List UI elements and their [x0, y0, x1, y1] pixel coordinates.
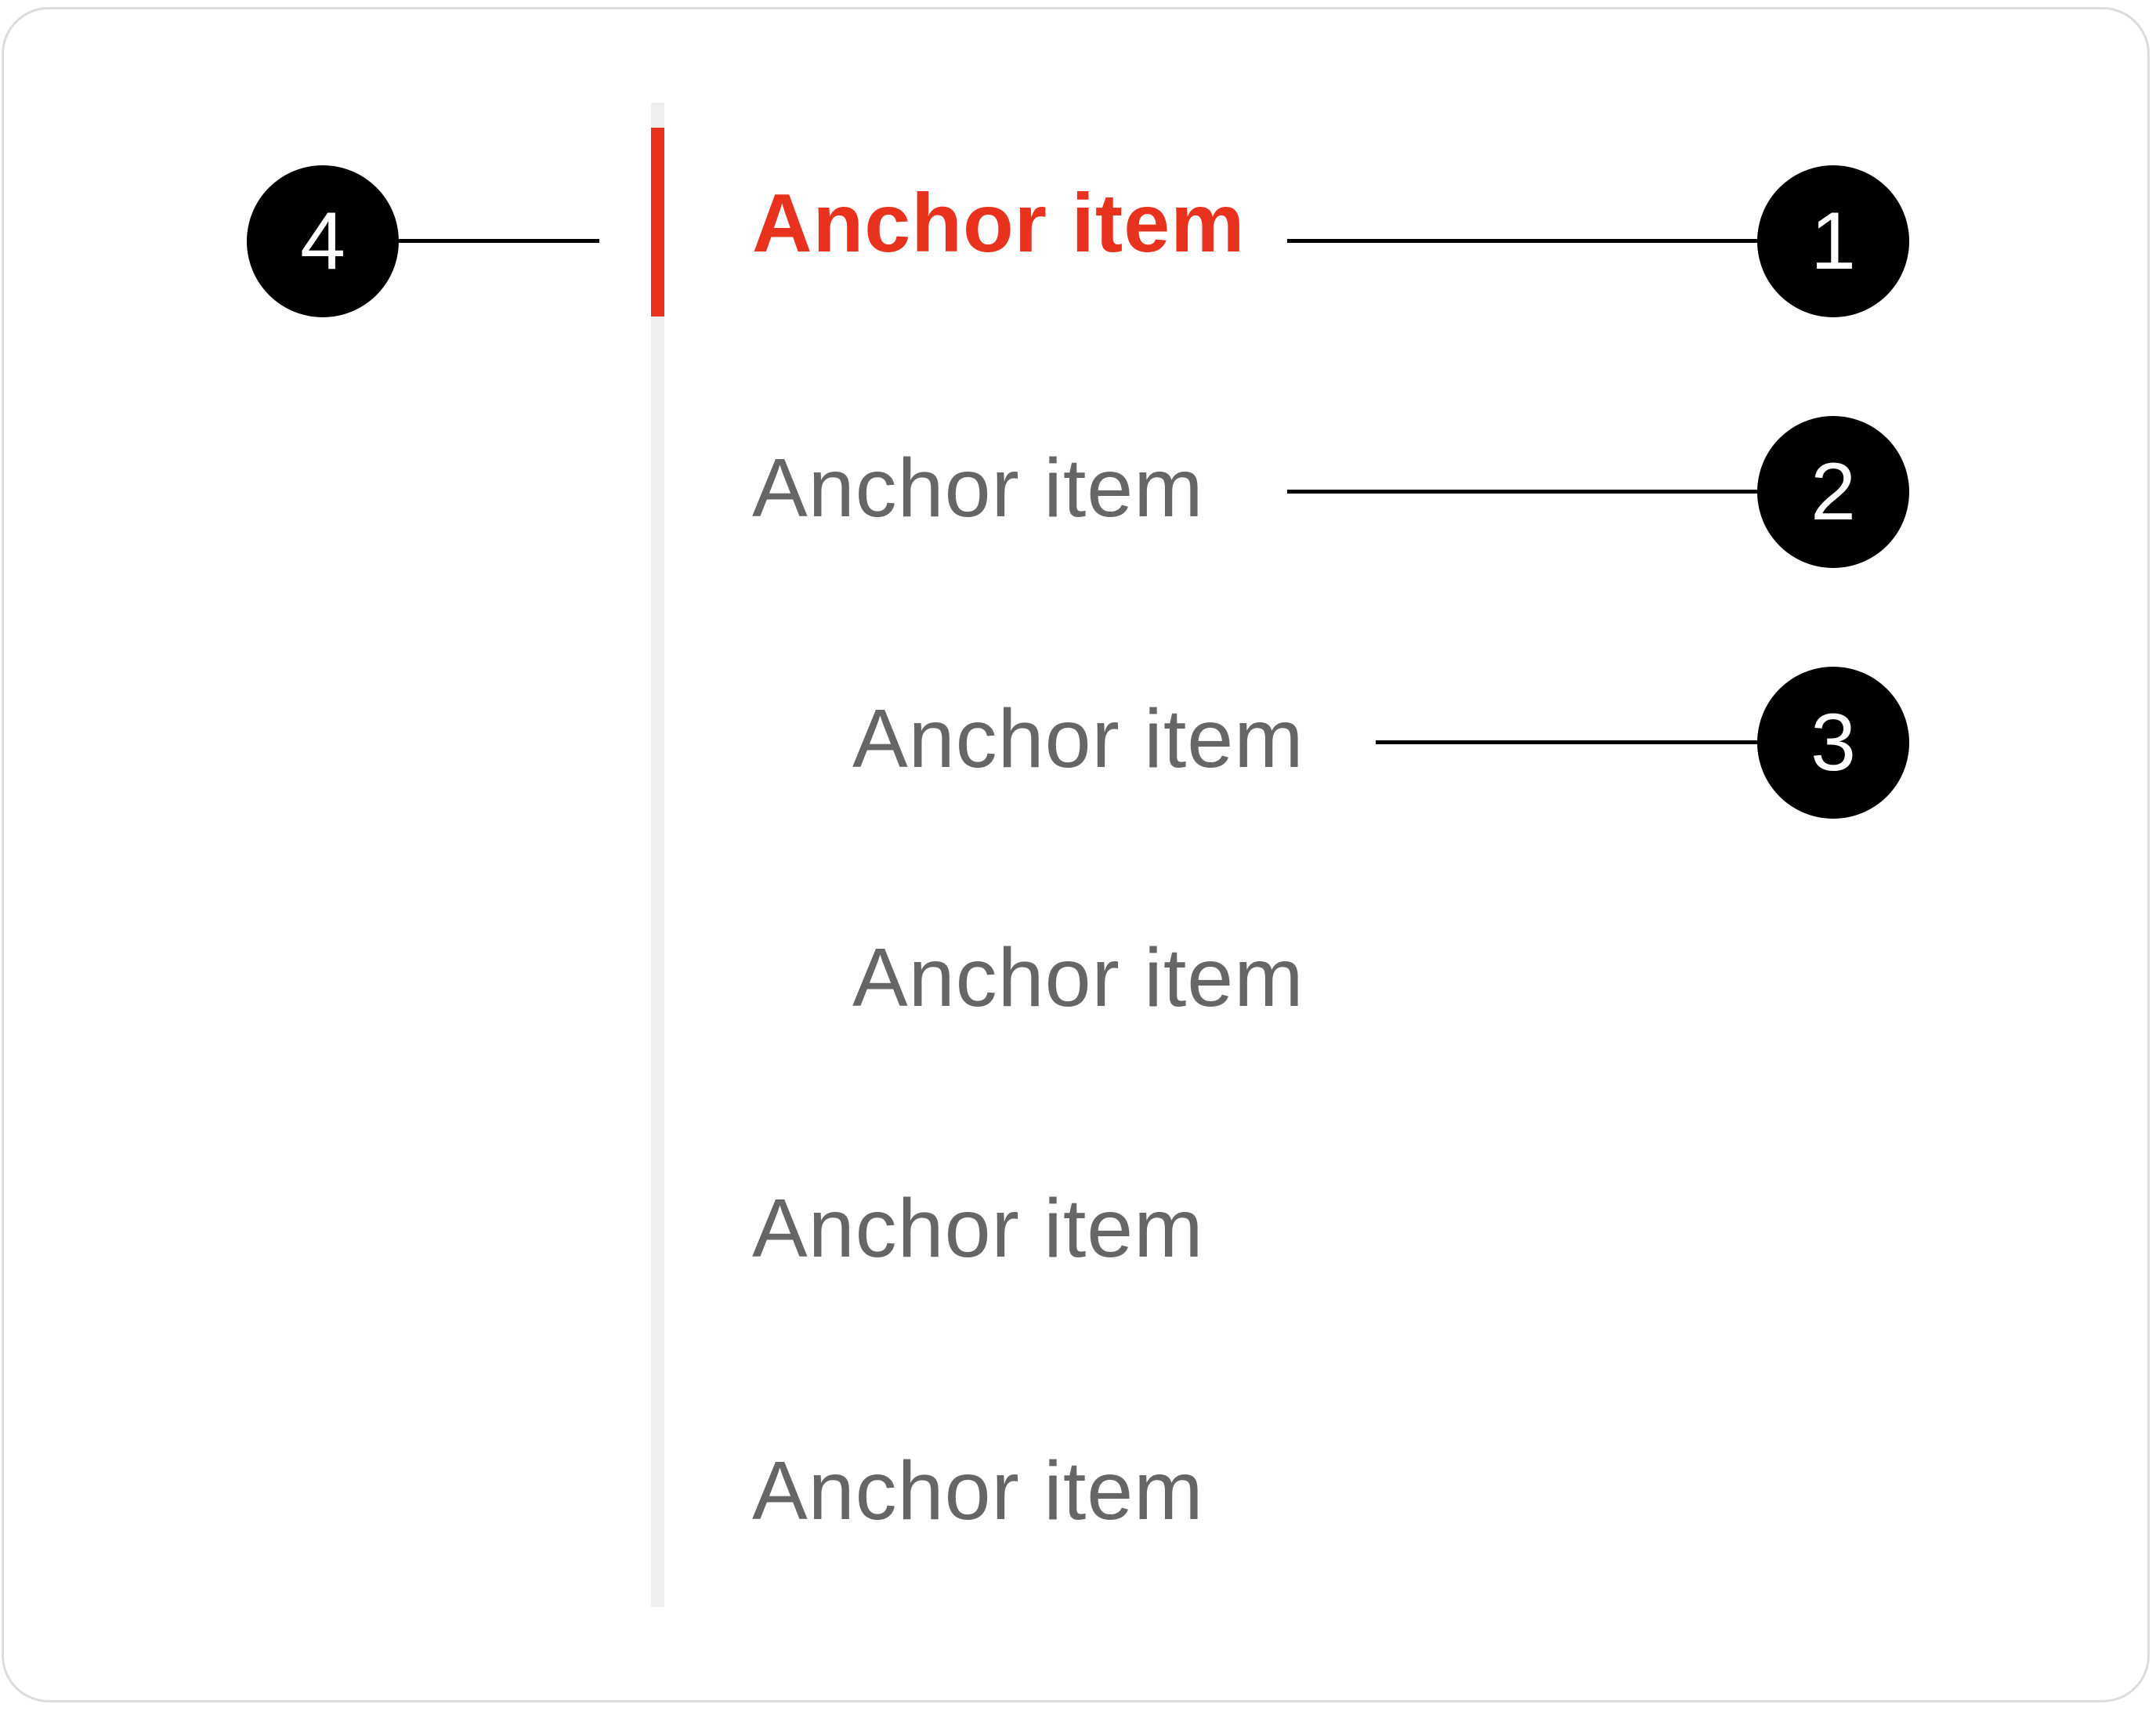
callout-line-1 — [1287, 239, 1761, 243]
anchor-item-6[interactable]: Anchor item — [752, 1445, 1204, 1537]
callout-line-4 — [396, 239, 599, 243]
marker-4: 4 — [247, 165, 399, 317]
callout-line-3 — [1376, 740, 1761, 744]
active-indicator — [651, 128, 664, 317]
callout-line-2 — [1287, 490, 1761, 494]
anchor-item-2[interactable]: Anchor item — [752, 442, 1204, 534]
anchor-item-4[interactable]: Anchor item — [852, 931, 1304, 1024]
marker-3: 3 — [1757, 667, 1909, 819]
marker-1: 1 — [1757, 165, 1909, 317]
anchor-track — [651, 103, 664, 1607]
marker-2: 2 — [1757, 416, 1909, 568]
anchor-item-5[interactable]: Anchor item — [752, 1182, 1204, 1275]
anchor-item-1[interactable]: Anchor item — [752, 177, 1246, 269]
anchor-item-3[interactable]: Anchor item — [852, 693, 1304, 785]
